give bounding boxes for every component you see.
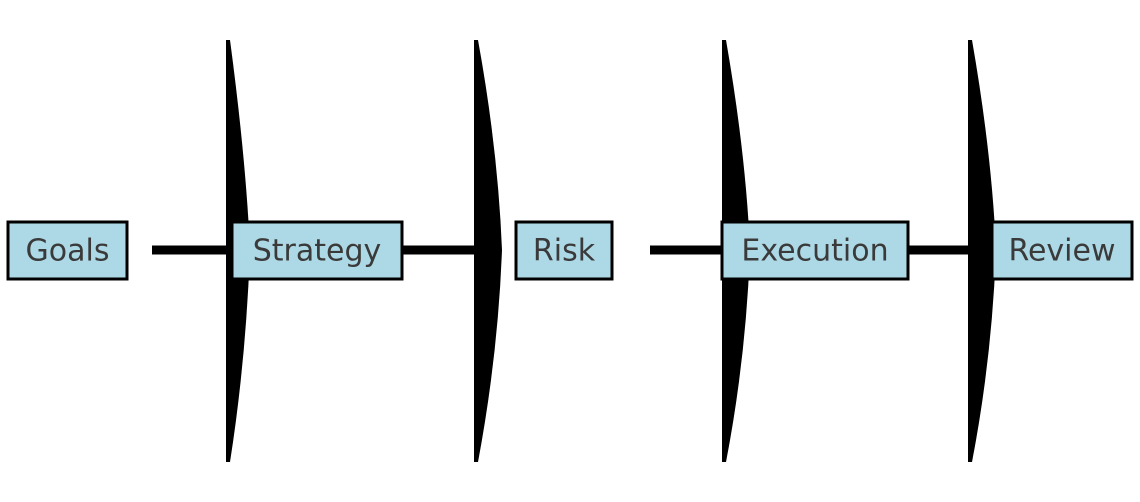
node-strategy[interactable]: Strategy	[230, 220, 404, 281]
node-review[interactable]: Review	[990, 220, 1134, 281]
node-execution[interactable]: Execution	[720, 220, 910, 281]
node-risk-rect[interactable]	[514, 220, 614, 281]
node-risk[interactable]: Risk	[514, 220, 614, 281]
node-goals-rect[interactable]	[6, 220, 129, 281]
node-goals[interactable]: Goals	[6, 220, 129, 281]
spike-review-left-icon	[968, 40, 996, 462]
node-strategy-rect[interactable]	[230, 220, 404, 281]
node-execution-rect[interactable]	[720, 220, 910, 281]
node-review-rect[interactable]	[990, 220, 1134, 281]
spike-strategy-right-icon	[474, 40, 502, 462]
